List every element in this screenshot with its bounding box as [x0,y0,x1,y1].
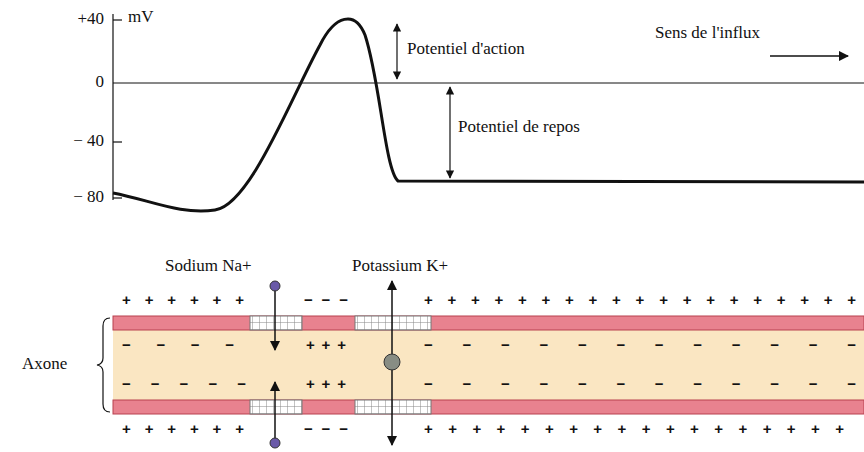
axon-interior [113,330,864,400]
direction-arrow [770,55,848,57]
charge-signs: − − − − [122,337,234,354]
part-name: Axone [22,355,67,374]
membrane-top [113,316,864,330]
zero-line [113,83,864,84]
membrane-bottom [113,400,864,414]
charge-signs: + + + [306,337,346,354]
axon-bracket [97,318,110,412]
rest-label: Potentiel de repos [458,118,580,137]
axis-ticks [113,20,122,198]
ion-channels [250,316,431,414]
amplitude-arrow [396,24,397,79]
charge-signs: + + + + + + [122,421,244,438]
charge-signs: − − − [304,421,348,438]
axis-value: − 80 [40,188,104,207]
axis-value: 0 [40,73,104,92]
charge-signs: − − − [304,292,348,309]
sodium-flux [270,281,280,448]
ion-label: Potassium K+ [352,257,448,276]
axis-value: − 40 [40,132,104,151]
charge-signs: − − − − − − − − − − − − [424,376,856,393]
ion-label: Sodium Na+ [165,257,252,276]
potassium-flux [384,281,400,445]
rest-arrow [449,87,450,178]
charge-signs: − − − − − [122,376,246,393]
y-axis [112,14,113,200]
direction-label: Sens de l'influx [655,24,760,43]
charge-signs: + + + + + + [122,292,244,309]
charge-signs: + + + + + + + + + + + + + + + + + + + [424,292,856,309]
axis-unit: mV [128,8,154,27]
amplitude-label: Potentiel d'action [407,40,525,59]
axis-value: +40 [40,10,104,29]
charge-signs: + + + + + + + + + + + + + + + + + + [424,421,844,438]
potential-curve [113,19,864,211]
charge-signs: + + + [306,376,346,393]
charge-signs: − − − − − − − − − − − − [424,337,856,354]
